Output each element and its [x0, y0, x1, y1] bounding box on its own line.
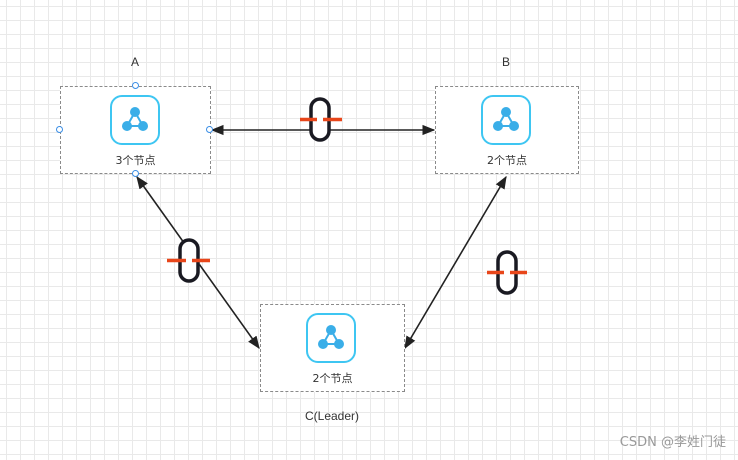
connection-handle-top[interactable]: [132, 82, 139, 89]
node-a-label: A: [130, 55, 139, 69]
node-b-count: 2个节点: [487, 154, 527, 167]
connection-handle-right[interactable]: [206, 126, 213, 133]
connection-handle-left[interactable]: [56, 126, 63, 133]
node-c-count: 2个节点: [312, 372, 353, 385]
broken-link-icon: [487, 249, 527, 295]
node-b-label: B: [501, 55, 510, 69]
node-b[interactable]: 2个节点: [435, 86, 579, 174]
node-c-label: C(Leader): [304, 409, 360, 423]
node-a[interactable]: 3个节点: [60, 86, 211, 174]
broken-link-icon: [300, 96, 342, 142]
cluster-icon: [110, 95, 160, 145]
watermark: CSDN @李姓门徒: [619, 435, 726, 450]
cluster-icon: [306, 313, 356, 363]
edge-b-c[interactable]: [404, 175, 507, 350]
node-c[interactable]: 2个节点: [260, 304, 405, 392]
node-a-count: 3个节点: [115, 154, 156, 167]
cluster-icon: [481, 95, 531, 145]
broken-link-icon: [167, 237, 210, 283]
connection-handle-bottom[interactable]: [132, 170, 139, 177]
